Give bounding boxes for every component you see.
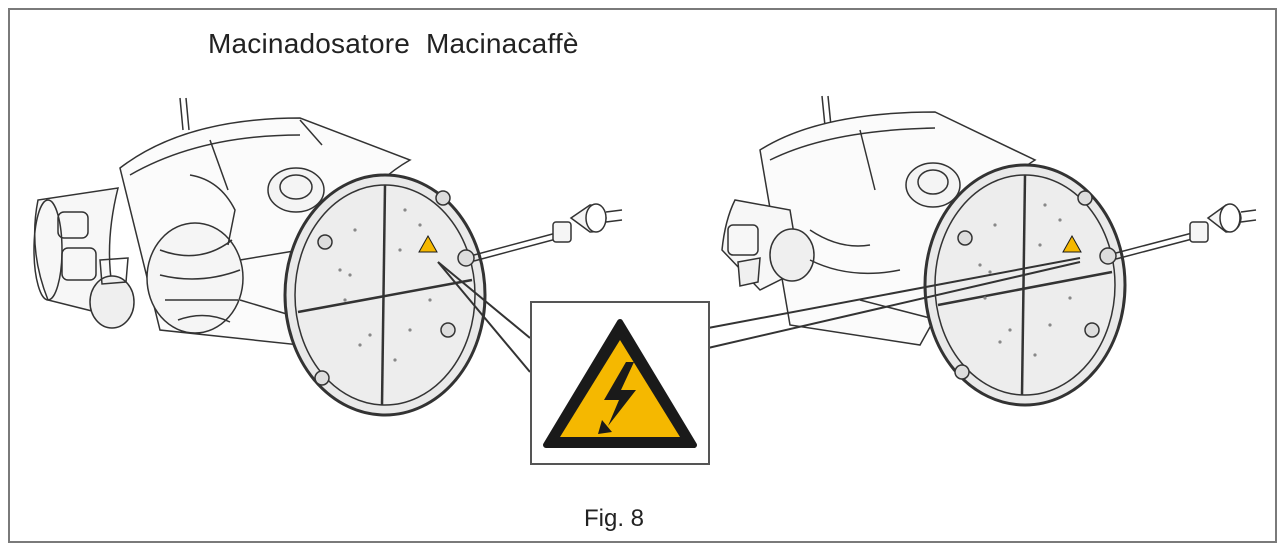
figure-title: Macinadosatore Macinacaffè xyxy=(208,28,579,59)
figure-caption: Fig. 8 xyxy=(584,505,645,532)
grinder-doser-illustration xyxy=(33,97,623,417)
high-voltage-warning-icon xyxy=(543,319,697,448)
coffee-grinder-illustration xyxy=(721,95,1257,407)
callout-lines xyxy=(437,257,1081,373)
warning-sign-callout xyxy=(530,301,710,465)
